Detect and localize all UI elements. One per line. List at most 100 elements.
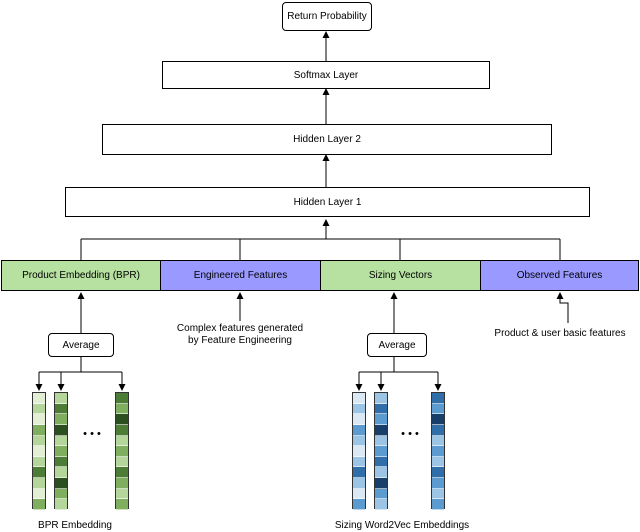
average-bpr-label: Average xyxy=(62,339,100,351)
w2v-vector-cell xyxy=(375,478,387,489)
bpr-vector-cell xyxy=(33,499,45,510)
return-probability-label: Return Probability xyxy=(287,11,367,22)
w2v-vector-cell xyxy=(353,467,365,479)
hidden-layer-1-label: Hidden Layer 1 xyxy=(293,196,362,208)
w2v-vector-cell xyxy=(432,456,444,468)
w2v-vector-cell xyxy=(375,414,387,425)
w2v-vector-cell xyxy=(375,456,387,468)
w2v-vector-1 xyxy=(352,392,366,510)
w2v-vector-cell xyxy=(375,488,387,500)
bpr-vector-cell xyxy=(55,424,67,436)
w2v-vector-3 xyxy=(431,392,445,510)
w2v-vector-cell xyxy=(353,414,365,425)
sizing-vectors-label: Sizing Vectors xyxy=(368,270,433,281)
w2v-vector-cell xyxy=(432,488,444,500)
bpr-vector-1 xyxy=(32,392,46,510)
bpr-vector-cell xyxy=(116,456,128,468)
product-user-note-text: Product & user basic features xyxy=(494,328,626,339)
bpr-vector-cell xyxy=(33,488,45,500)
bpr-vector-cell xyxy=(55,499,67,510)
bpr-vector-cell xyxy=(116,446,128,457)
w2v-vector-cell xyxy=(432,414,444,425)
bpr-vector-cell xyxy=(116,499,128,510)
return-probability-node: Return Probability xyxy=(282,2,372,31)
w2v-embedding-caption: Sizing Word2Vec Embeddings xyxy=(334,520,470,531)
bpr-vector-cell xyxy=(55,478,67,489)
engineered-features-label: Engineered Features xyxy=(193,270,288,281)
bpr-vector-cell xyxy=(55,456,67,468)
w2v-vector-2 xyxy=(374,392,388,510)
complex-features-note: Complex features generated by Feature En… xyxy=(160,323,320,347)
w2v-vector-cell xyxy=(432,499,444,510)
w2v-vector-cell xyxy=(375,403,387,415)
w2v-vector-cell xyxy=(353,446,365,457)
bpr-vector-cell xyxy=(33,414,45,425)
bpr-vector-cell xyxy=(55,467,67,479)
w2v-vector-cell xyxy=(375,467,387,479)
w2v-vector-cell xyxy=(432,446,444,457)
bpr-vector-cell xyxy=(33,424,45,436)
w2v-vector-cell xyxy=(432,467,444,479)
bpr-vector-cell xyxy=(55,414,67,425)
bpr-vector-3 xyxy=(115,392,129,510)
bpr-vector-cell xyxy=(33,446,45,457)
w2v-ellipsis: • • • xyxy=(401,428,419,440)
observed-features-label: Observed Features xyxy=(516,270,603,281)
bpr-vector-cell xyxy=(116,393,128,404)
bpr-vector-cell xyxy=(33,467,45,479)
w2v-vector-cell xyxy=(432,478,444,489)
softmax-layer: Softmax Layer xyxy=(162,61,490,89)
product-embedding-label: Product Embedding (BPR) xyxy=(22,270,140,281)
bpr-vector-cell xyxy=(33,435,45,447)
bpr-vector-2 xyxy=(54,392,68,510)
bpr-vector-cell xyxy=(116,403,128,415)
complex-features-line-1: Complex features generated xyxy=(176,323,304,334)
bpr-vector-cell xyxy=(55,446,67,457)
w2v-vector-cell xyxy=(353,478,365,489)
bpr-vector-cell xyxy=(116,488,128,500)
average-box-w2v: Average xyxy=(367,333,427,357)
w2v-vector-cell xyxy=(432,403,444,415)
w2v-vector-cell xyxy=(375,499,387,510)
bpr-vector-cell xyxy=(116,435,128,447)
average-box-bpr: Average xyxy=(48,333,114,357)
w2v-vector-cell xyxy=(375,424,387,436)
w2v-vector-cell xyxy=(353,456,365,468)
average-w2v-label: Average xyxy=(378,339,416,351)
sizing-vectors-input: Sizing Vectors xyxy=(320,260,481,291)
w2v-vector-cell xyxy=(432,424,444,436)
softmax-layer-label: Softmax Layer xyxy=(293,69,359,81)
hidden-layer-2-label: Hidden Layer 2 xyxy=(293,134,361,145)
w2v-vector-cell xyxy=(375,435,387,447)
product-embedding-input: Product Embedding (BPR) xyxy=(1,260,161,291)
w2v-vector-cell xyxy=(353,435,365,447)
bpr-vector-cell xyxy=(33,393,45,404)
bpr-vector-cell xyxy=(55,403,67,415)
w2v-vector-cell xyxy=(353,393,365,404)
bpr-vector-cell xyxy=(55,393,67,404)
hidden-layer-2: Hidden Layer 2 xyxy=(102,124,552,155)
bpr-vector-cell xyxy=(116,467,128,479)
bpr-embedding-caption: BPR Embedding xyxy=(38,520,112,531)
w2v-vector-cell xyxy=(432,435,444,447)
bpr-vector-cell xyxy=(33,456,45,468)
bpr-vector-cell xyxy=(116,478,128,489)
observed-features-input: Observed Features xyxy=(480,260,639,291)
connector-note-to-observed xyxy=(559,293,569,323)
bpr-ellipsis: • • • xyxy=(83,428,101,440)
w2v-vector-cell xyxy=(353,488,365,500)
complex-features-line-2: by Feature Engineering xyxy=(188,335,292,346)
w2v-vector-cell xyxy=(432,393,444,404)
bpr-vector-cell xyxy=(116,424,128,436)
bpr-vector-cell xyxy=(55,435,67,447)
bpr-vector-cell xyxy=(33,478,45,489)
bpr-vector-cell xyxy=(55,488,67,500)
bpr-vector-cell xyxy=(116,414,128,425)
w2v-vector-cell xyxy=(353,424,365,436)
w2v-vector-cell xyxy=(375,393,387,404)
product-user-note: Product & user basic features xyxy=(484,328,636,340)
w2v-vector-cell xyxy=(375,446,387,457)
w2v-vector-cell xyxy=(353,403,365,415)
hidden-layer-1: Hidden Layer 1 xyxy=(65,187,590,217)
